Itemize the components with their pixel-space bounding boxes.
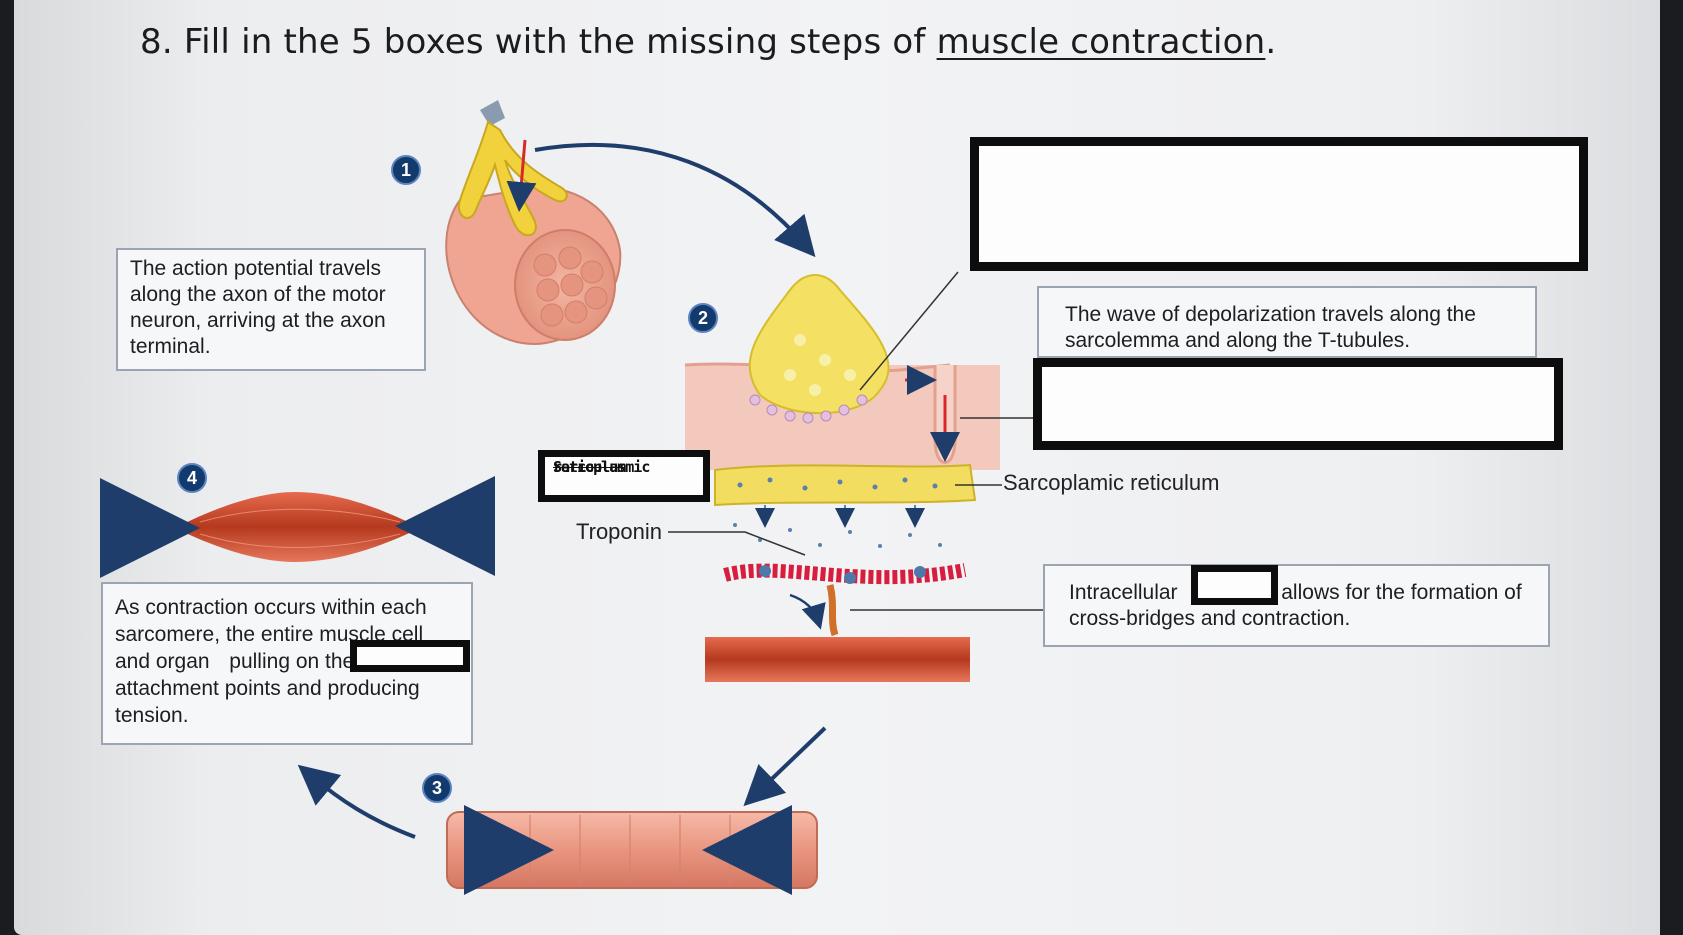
- answer-box-step2-middle[interactable]: [1033, 358, 1563, 450]
- depolarization-description: The wave of depolarization travels along…: [1065, 303, 1476, 352]
- step-badge-3: 3: [422, 773, 452, 803]
- neuromuscular-junction-illustration: [685, 275, 1000, 682]
- answer-box-step4-verb[interactable]: [350, 640, 470, 672]
- answer-box-intracellular-ion[interactable]: [1191, 565, 1278, 605]
- neuron-fiber-illustration: [446, 100, 620, 344]
- handwritten-answer-line2: reticulum: [553, 460, 625, 475]
- arrow-step3-to-step4: [310, 775, 415, 837]
- whole-muscle-illustration: [118, 492, 475, 562]
- depolarization-box: The wave of depolarization travels along…: [1037, 286, 1537, 358]
- muscle-fiber-cylinder: [447, 812, 817, 888]
- intracellular-text-before: Intracellular: [1069, 581, 1178, 604]
- troponin-label: Troponin: [576, 519, 662, 545]
- sarcoplasmic-reticulum-label: Sarcoplamic reticulum: [1003, 470, 1219, 496]
- answer-box-step2-top[interactable]: [970, 137, 1588, 271]
- step1-description-box: The action potential travels along the a…: [116, 248, 426, 371]
- answer-box-handwritten[interactable]: Sarcoplasmic reticulum: [538, 450, 710, 502]
- intracellular-box: Intracellular allows for the formation o…: [1043, 564, 1550, 647]
- step-badge-1: 1: [391, 155, 421, 185]
- step-badge-2: 2: [688, 303, 718, 333]
- step1-description: The action potential travels along the a…: [130, 257, 386, 358]
- arrow-step2-to-step3: [755, 728, 825, 795]
- step-badge-4: 4: [177, 463, 207, 493]
